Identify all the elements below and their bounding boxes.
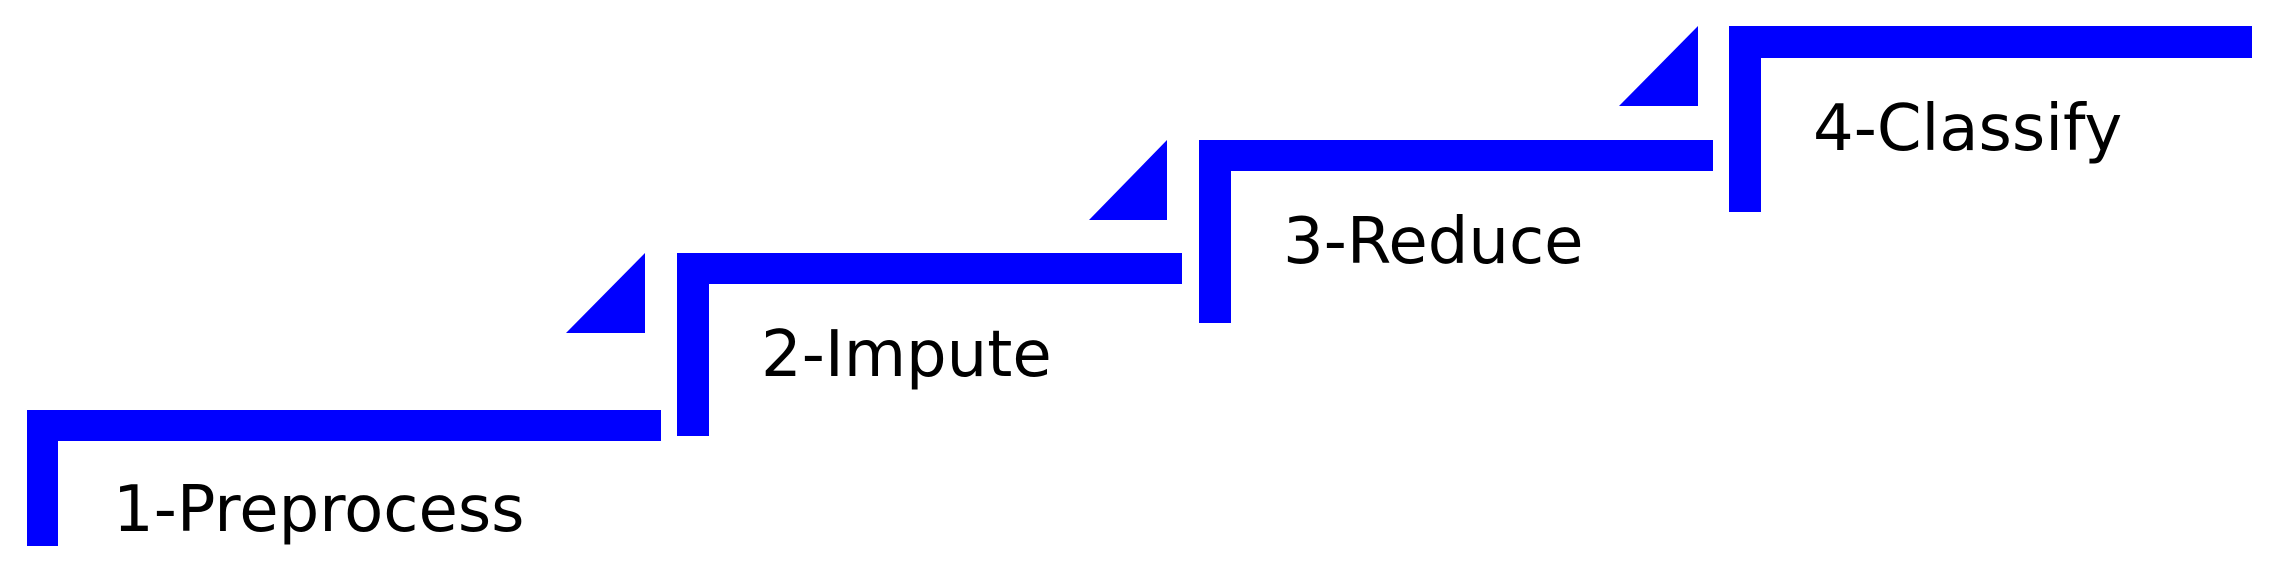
step-3-arrow-triangle	[1619, 26, 1698, 106]
step-3-tread	[1199, 140, 1713, 171]
step-4-tread	[1729, 26, 2252, 58]
step-2-label: 2-Impute	[761, 318, 1052, 392]
step-1-label: 1-Preprocess	[113, 473, 525, 547]
step-4-label: 4-Classify	[1813, 92, 2122, 166]
step-2-arrow-triangle	[1089, 140, 1167, 220]
step-3: 3-Reduce	[1199, 26, 1713, 323]
step-1: 1-Preprocess	[27, 253, 661, 547]
step-2: 2-Impute	[677, 140, 1182, 436]
step-1-arrow-triangle	[566, 253, 645, 333]
step-3-label: 3-Reduce	[1283, 205, 1584, 279]
step-1-tread	[27, 410, 661, 441]
step-2-tread	[677, 253, 1182, 284]
step-4: 4-Classify	[1729, 26, 2252, 212]
